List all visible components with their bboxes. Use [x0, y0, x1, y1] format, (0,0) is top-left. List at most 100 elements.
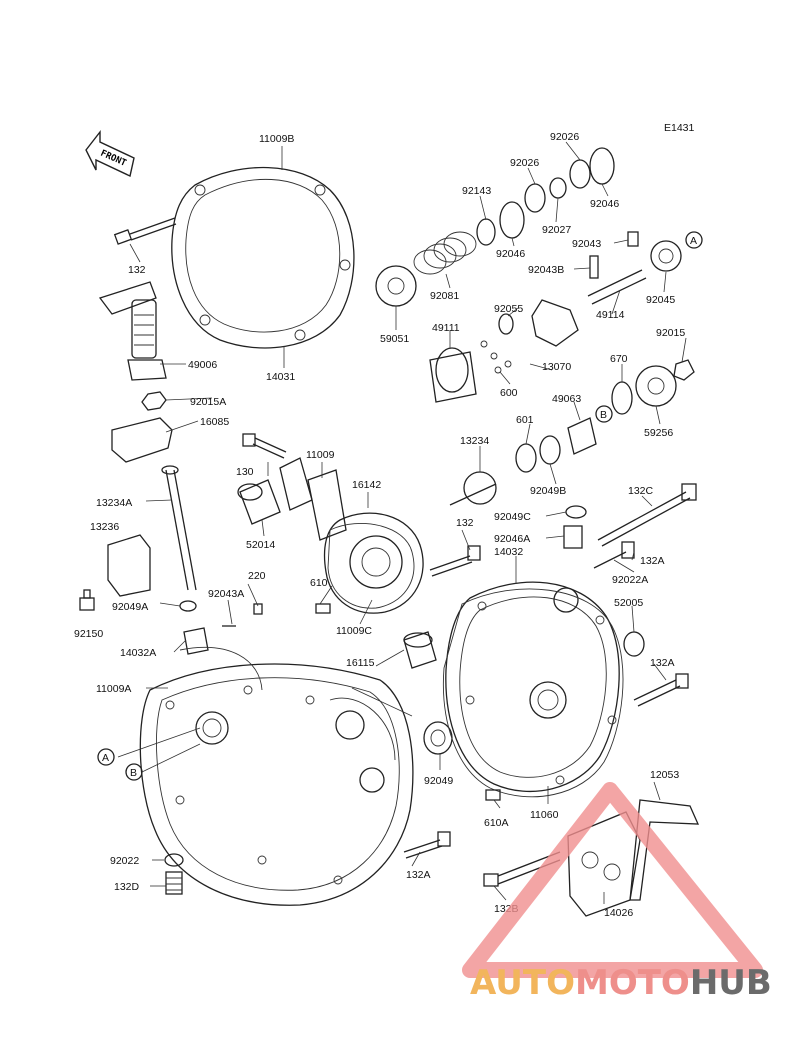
label-92043b: 92043B: [528, 264, 564, 276]
label-601: 601: [516, 414, 534, 426]
label-49111: 49111: [432, 322, 460, 334]
dowel-610-part: [315, 603, 331, 614]
lever-12053-part: [629, 799, 700, 901]
label-92022a: 92022A: [612, 574, 648, 586]
shift-shaft-49006-part: [98, 281, 167, 381]
label-92015: 92015: [656, 327, 685, 339]
label-11009a: 11009A: [96, 683, 131, 695]
dowel-610a-part: [485, 789, 501, 801]
pipe-52014-part: [237, 457, 313, 525]
label-132: 132: [128, 264, 146, 276]
label-132a-right: 132A: [650, 657, 675, 669]
label-49006: 49006: [188, 359, 217, 371]
dowel-14032a-part: [183, 627, 209, 655]
label-49063: 49063: [552, 393, 581, 405]
label-92046a: 92046A: [494, 533, 530, 545]
label-11009c: 11009C: [336, 625, 372, 637]
label-14032a: 14032A: [120, 647, 156, 659]
label-59051: 59051: [380, 333, 409, 345]
label-92081: 92081: [430, 290, 459, 302]
label-92049: 92049: [424, 775, 453, 787]
label-92026: 92026: [510, 157, 539, 169]
gasket-11009-part: [307, 469, 347, 541]
ratchet-16085-part: [111, 417, 173, 463]
label-49114: 49114: [596, 309, 625, 321]
label-92043: 92043: [572, 238, 601, 250]
label-92026-top: 92026: [550, 131, 579, 143]
callout-a-right-icon: A: [685, 231, 703, 249]
label-92043a: 92043A: [208, 588, 244, 600]
bolt-132a-bottom-part: [403, 831, 451, 859]
label-132a-bottom: 132A: [406, 869, 431, 881]
label-92027: 92027: [542, 224, 571, 236]
seal-92049c-part: [565, 505, 587, 519]
clutch-cover-part: [171, 166, 355, 349]
label-130: 130: [236, 466, 254, 478]
crankcase-cover-part: [139, 646, 414, 906]
label-12053: 12053: [650, 769, 679, 781]
plug-92150-part: [79, 589, 95, 611]
label-59256: 59256: [644, 427, 673, 439]
bearing-92046a-part: [563, 525, 583, 549]
label-16085: 16085: [200, 416, 229, 428]
seal-92049-part: [423, 721, 453, 755]
front-arrow-icon: FRONT: [85, 129, 135, 178]
nut-92015a-part: [141, 391, 167, 411]
svg-text:B: B: [130, 767, 137, 779]
shaft-13234a-part: [161, 465, 197, 591]
callout-b-icon: B: [125, 763, 143, 781]
svg-text:A: A: [102, 752, 109, 764]
watermark-logo: AUTOMOTOHUB: [462, 782, 772, 1003]
leader-lines: [117, 141, 687, 904]
label-610a: 610A: [484, 817, 509, 829]
label-92045: 92045: [646, 294, 675, 306]
label-11009b: 11009B: [259, 133, 294, 145]
label-14031: 14031: [266, 371, 295, 383]
label-13070: 13070: [542, 361, 571, 373]
bolt-132-part: [113, 217, 177, 245]
screw-220-part: [253, 603, 263, 615]
label-92143: 92143: [462, 185, 491, 197]
label-92022: 92022: [110, 855, 139, 867]
label-92055: 92055: [494, 303, 523, 315]
callout-b-right-icon: B: [595, 405, 613, 423]
gasket-11060-part: [442, 588, 624, 798]
callout-a-icon: A: [97, 748, 115, 766]
bolt-132-mid-part: [429, 545, 481, 577]
label-610: 610: [310, 577, 328, 589]
gasket-11009c-part: [327, 523, 415, 609]
label-52014: 52014: [246, 539, 275, 551]
label-16142: 16142: [352, 479, 381, 491]
label-92049c: 92049C: [494, 511, 531, 523]
crankcase-14032-part: [445, 581, 620, 793]
label-16115: 16115: [346, 657, 375, 669]
label-220: 220: [248, 570, 266, 582]
label-600: 600: [500, 387, 518, 399]
svg-text:B: B: [600, 409, 607, 421]
label-92150: 92150: [74, 628, 103, 640]
label-92046-top: 92046: [590, 198, 619, 210]
label-92049a: 92049A: [112, 601, 148, 613]
bolt-132c-part: [597, 483, 697, 547]
bolt-132a-top-part: [593, 541, 635, 569]
label-132d: 132D: [114, 881, 140, 893]
gear-stack-parts: [375, 147, 695, 506]
svg-text:A: A: [690, 235, 697, 247]
label-52005: 52005: [614, 597, 643, 609]
label-13234a: 13234A: [96, 497, 132, 509]
label-13236: 13236: [90, 521, 119, 533]
bolt-130-part: [242, 433, 287, 459]
seal-52005-part: [623, 631, 645, 657]
label-132c: 132C: [628, 485, 654, 497]
label-11060: 11060: [530, 809, 559, 821]
label-11009: 11009: [306, 449, 335, 461]
bolt-132d-part: [165, 871, 183, 895]
pump-body-16142-part: [323, 512, 424, 614]
label-132a-top: 132A: [640, 555, 665, 567]
label-132-mid: 132: [456, 517, 474, 529]
label-92046: 92046: [496, 248, 525, 260]
label-14032: 14032: [494, 546, 523, 558]
watermark-auto: AUTOMOTOHUB: [470, 963, 772, 1003]
